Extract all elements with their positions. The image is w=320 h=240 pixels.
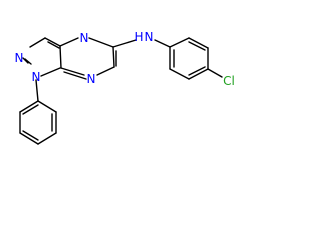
bond [44,37,61,47]
atom-label-n-pyrazine-bottom: N [87,72,96,86]
bond [112,39,137,48]
bond [169,68,190,80]
atom-label-n1: N [32,70,41,84]
bond [188,41,206,51]
bond [169,37,190,48]
bond [188,37,209,49]
bond [22,130,39,141]
bond [24,58,32,65]
atom-label-n-pyrazole: N [15,51,24,65]
bond [19,132,39,145]
bond [47,41,60,49]
atom-label-chlorine: Cl [223,74,235,88]
bond [37,132,57,145]
bond [19,100,39,113]
bond [59,37,79,47]
bond [29,37,46,48]
bond [96,66,115,76]
bond [88,37,114,48]
bond [207,68,223,78]
bond [35,79,39,102]
atom-label-nh-h: H [134,30,143,44]
bond [40,67,61,77]
bond [188,66,206,76]
bond [22,57,29,64]
molecule-structure: N N N N H N Cl [15,30,235,145]
bond [59,45,62,69]
atom-label-nh-n: N [145,30,154,44]
bond [188,68,209,80]
atom-label-n-pyrazine-top: N [80,31,89,45]
bond [112,46,115,68]
bond [154,39,171,48]
bond [22,104,39,115]
bond [63,71,87,80]
bond [37,100,57,113]
bond [60,67,85,76]
structure-canvas: N N N N H N Cl [14,30,235,145]
